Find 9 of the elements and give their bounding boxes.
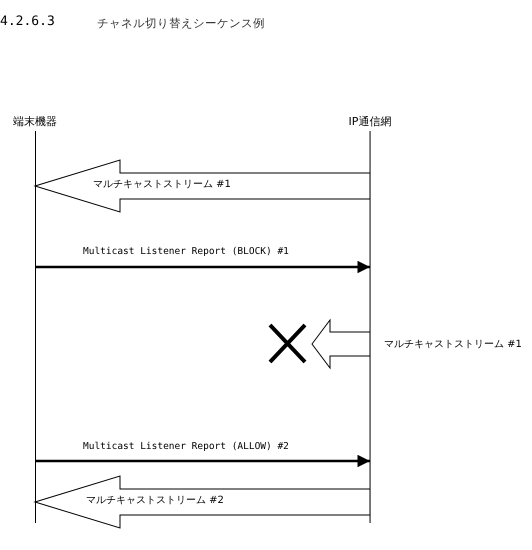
edge-label: Multicast Listener Report (ALLOW) #2 <box>82 441 290 453</box>
title: チャネル切り替えシーケンス例 <box>97 16 265 31</box>
section-number: 4.2.6.3 <box>0 14 55 29</box>
participant-label: IP通信網 <box>348 115 392 129</box>
edge-label: マルチキャストストリーム #1 <box>92 179 232 191</box>
participant-label: 端末機器 <box>13 115 57 129</box>
edge-label: Multicast Listener Report (BLOCK) #1 <box>82 246 290 258</box>
edge-label: マルチキャストストリーム #1 <box>383 339 523 351</box>
edge-label: マルチキャストストリーム #2 <box>85 495 225 507</box>
